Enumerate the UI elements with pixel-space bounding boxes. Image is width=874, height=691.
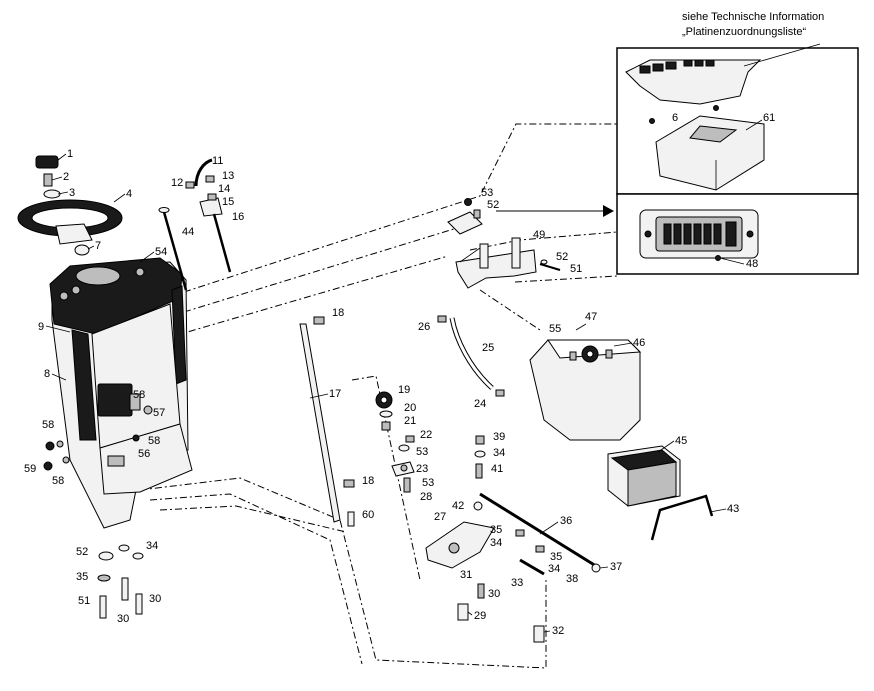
pointer-arrowhead bbox=[603, 205, 614, 217]
callout-23: 23 bbox=[416, 463, 428, 475]
callout-labels: 1 2 3 4 7 54 9 8 58 57 58 56 58 59 58 11… bbox=[24, 112, 775, 637]
callout-58d: 58 bbox=[52, 475, 64, 487]
callout-17: 17 bbox=[329, 388, 341, 400]
fuel-tank-drawing bbox=[529, 339, 642, 441]
callout-52b: 52 bbox=[556, 251, 568, 263]
hose-drawing bbox=[437, 315, 505, 397]
callout-19: 19 bbox=[398, 384, 410, 396]
callout-35b: 35 bbox=[550, 551, 562, 563]
callout-61: 61 bbox=[763, 112, 775, 124]
callout-12: 12 bbox=[171, 177, 183, 189]
callout-9: 9 bbox=[38, 321, 44, 333]
callout-39: 39 bbox=[493, 431, 505, 443]
control-rod-drawing bbox=[299, 316, 355, 527]
callout-30a: 30 bbox=[488, 588, 500, 600]
callout-49: 49 bbox=[533, 229, 545, 241]
circuit-board-drawing bbox=[625, 43, 821, 105]
callout-29: 29 bbox=[474, 610, 486, 622]
callout-52c: 52 bbox=[76, 546, 88, 558]
callout-30b: 30 bbox=[117, 613, 129, 625]
callout-37: 37 bbox=[610, 561, 622, 573]
callout-21: 21 bbox=[404, 415, 416, 427]
screw-58b-drawing bbox=[62, 456, 70, 464]
callout-60: 60 bbox=[362, 509, 374, 521]
callout-20: 20 bbox=[404, 402, 416, 414]
callout-42: 42 bbox=[452, 500, 464, 512]
callout-27: 27 bbox=[434, 511, 446, 523]
callout-41: 41 bbox=[491, 463, 503, 475]
display-panel-drawing bbox=[639, 209, 759, 261]
callout-3: 3 bbox=[69, 187, 75, 199]
callout-8: 8 bbox=[44, 368, 50, 380]
callout-48: 48 bbox=[746, 258, 758, 270]
callout-24: 24 bbox=[474, 398, 486, 410]
callout-45: 45 bbox=[675, 435, 687, 447]
callout-56: 56 bbox=[138, 448, 150, 460]
callout-25: 25 bbox=[482, 342, 494, 354]
reference-note-line1: siehe Technische Information bbox=[682, 11, 824, 23]
callout-34a: 34 bbox=[493, 447, 505, 459]
callout-52a: 52 bbox=[487, 199, 499, 211]
callout-55: 55 bbox=[549, 323, 561, 335]
bottom-fasteners-drawing bbox=[97, 544, 144, 619]
callout-46: 46 bbox=[633, 337, 645, 349]
callout-34b: 34 bbox=[490, 537, 502, 549]
callout-26: 26 bbox=[418, 321, 430, 333]
callout-32: 32 bbox=[552, 625, 564, 637]
callout-58a: 58 bbox=[133, 389, 145, 401]
reference-note-line2: „Platinenzuordnungsliste“ bbox=[682, 26, 806, 38]
callout-44: 44 bbox=[182, 226, 194, 238]
callout-53c: 53 bbox=[481, 187, 493, 199]
callout-7: 7 bbox=[95, 240, 101, 252]
callout-18a: 18 bbox=[332, 307, 344, 319]
callout-34c: 34 bbox=[548, 563, 560, 575]
callout-57: 57 bbox=[153, 407, 165, 419]
callout-2: 2 bbox=[63, 171, 69, 183]
callout-53a: 53 bbox=[416, 446, 428, 458]
callout-18b: 18 bbox=[362, 475, 374, 487]
battery-drawing bbox=[607, 445, 681, 507]
callout-38: 38 bbox=[566, 573, 578, 585]
callout-34d: 34 bbox=[146, 540, 158, 552]
callout-33: 33 bbox=[511, 577, 523, 589]
callout-22: 22 bbox=[420, 429, 432, 441]
nut-59-drawing bbox=[43, 461, 53, 471]
dashboard-housing-drawing bbox=[49, 257, 193, 529]
callout-53b: 53 bbox=[422, 477, 434, 489]
callout-59: 59 bbox=[24, 463, 36, 475]
callout-11: 11 bbox=[212, 155, 223, 167]
callout-58c: 58 bbox=[42, 419, 54, 431]
callout-30c: 30 bbox=[149, 593, 161, 605]
washer-58-drawing bbox=[56, 440, 64, 448]
linkage-drawing bbox=[425, 435, 601, 643]
callout-14: 14 bbox=[218, 183, 230, 195]
screw-58-drawing bbox=[45, 441, 55, 451]
cable-switch-drawing bbox=[158, 158, 232, 291]
callout-15: 15 bbox=[222, 196, 234, 208]
steering-wheel-drawing bbox=[17, 155, 123, 256]
callout-13: 13 bbox=[222, 170, 234, 182]
gear-stack-drawing bbox=[375, 391, 415, 493]
control-unit-drawing bbox=[649, 105, 765, 191]
callout-58b: 58 bbox=[148, 435, 160, 447]
callout-35a: 35 bbox=[490, 524, 502, 536]
callout-16: 16 bbox=[232, 211, 244, 223]
callout-51a: 51 bbox=[570, 263, 582, 275]
callout-54: 54 bbox=[155, 246, 167, 258]
leader-lines bbox=[45, 119, 763, 633]
callout-1: 1 bbox=[67, 148, 73, 160]
callout-51b: 51 bbox=[78, 595, 90, 607]
callout-4: 4 bbox=[126, 188, 132, 200]
bracket-drawing bbox=[447, 198, 561, 289]
callout-31: 31 bbox=[460, 569, 472, 581]
callout-36: 36 bbox=[560, 515, 572, 527]
battery-strap-drawing bbox=[650, 494, 714, 541]
callout-47: 47 bbox=[585, 311, 597, 323]
callout-43: 43 bbox=[727, 503, 739, 515]
callout-35c: 35 bbox=[76, 571, 88, 583]
callout-28: 28 bbox=[420, 491, 432, 503]
callout-6: 6 bbox=[672, 112, 678, 124]
